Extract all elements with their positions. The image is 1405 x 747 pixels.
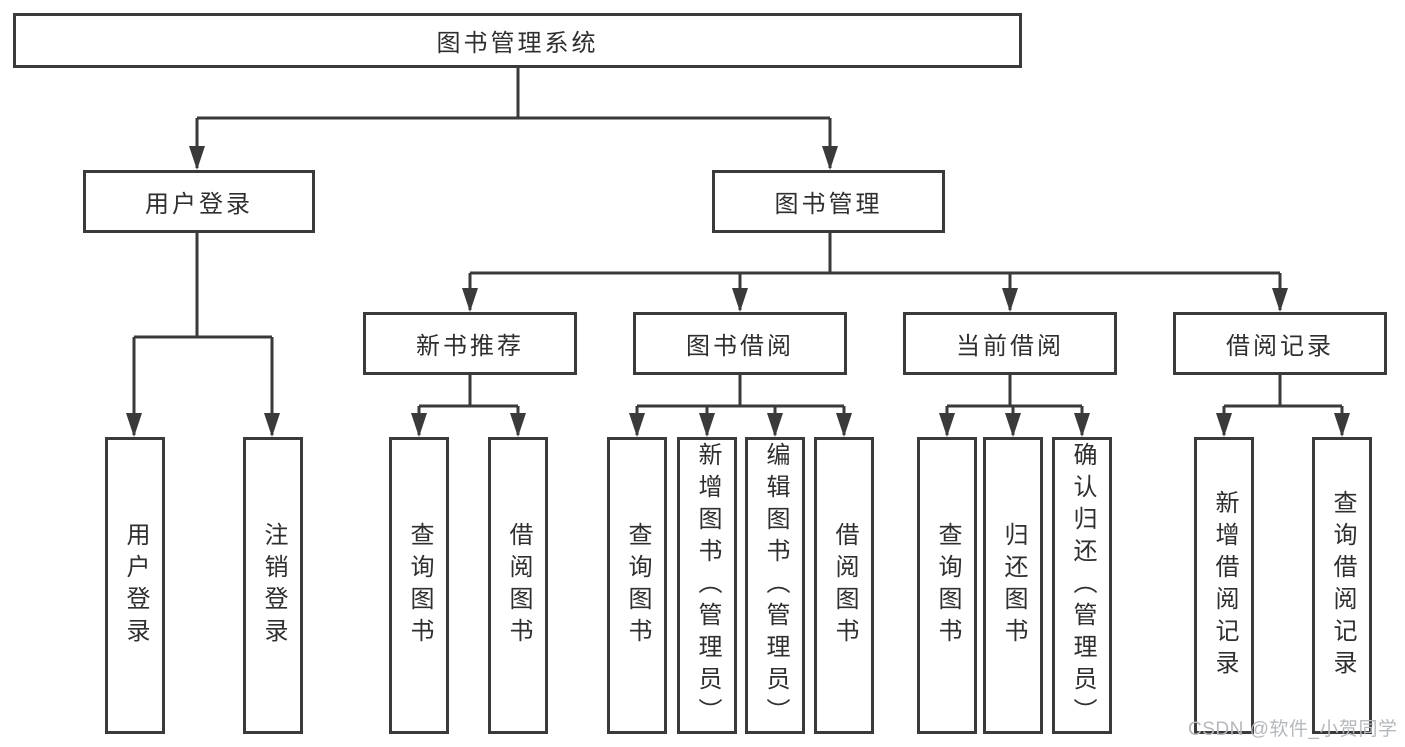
- node-borrowing-records: 借阅记录: [1173, 312, 1387, 375]
- leaf-label: 借阅图书: [831, 521, 858, 650]
- leaf-label: 注销登录: [260, 521, 287, 650]
- leaf-user-login: 用户登录: [105, 437, 165, 734]
- leaf-add-books-admin: 新增图书（管理员）: [677, 437, 737, 734]
- leaf-label: 查询图书: [406, 521, 433, 650]
- leaf-label: 确认归还（管理员）: [1069, 441, 1096, 730]
- leaf-label: 借阅图书: [505, 521, 532, 650]
- leaf-borrow-books-recommend: 借阅图书: [488, 437, 548, 734]
- node-user-login: 用户登录: [83, 170, 315, 233]
- leaf-label: 归还图书: [1000, 521, 1027, 650]
- leaf-label: 编辑图书（管理员）: [762, 441, 789, 730]
- arrowhead-icons: [126, 146, 1350, 437]
- leaf-label: 新增图书（管理员）: [694, 441, 721, 730]
- node-book-borrowing: 图书借阅: [633, 312, 847, 375]
- leaf-label: 查询图书: [934, 521, 961, 650]
- leaf-query-books-current: 查询图书: [917, 437, 977, 734]
- leaf-query-books-borrowing: 查询图书: [607, 437, 667, 734]
- node-book-management: 图书管理: [712, 170, 945, 233]
- node-new-book-recommend: 新书推荐: [363, 312, 577, 375]
- leaf-label: 新增借阅记录: [1211, 489, 1238, 682]
- leaf-confirm-return-admin: 确认归还（管理员）: [1052, 437, 1112, 734]
- leaf-label: 用户登录: [122, 521, 149, 650]
- leaf-edit-books-admin: 编辑图书（管理员）: [745, 437, 805, 734]
- leaf-borrow-books-borrowing: 借阅图书: [814, 437, 874, 734]
- leaf-add-borrow-record: 新增借阅记录: [1194, 437, 1254, 734]
- node-current-borrowing: 当前借阅: [903, 312, 1117, 375]
- node-library-system: 图书管理系统: [13, 13, 1022, 68]
- leaf-logout: 注销登录: [243, 437, 303, 734]
- leaf-query-books-recommend: 查询图书: [389, 437, 449, 734]
- leaf-label: 查询图书: [624, 521, 651, 650]
- leaf-label: 查询借阅记录: [1329, 489, 1356, 682]
- leaf-query-borrow-record: 查询借阅记录: [1312, 437, 1372, 734]
- csdn-watermark: CSDN @软件_小贺同学: [1188, 719, 1398, 740]
- leaf-return-books: 归还图书: [983, 437, 1043, 734]
